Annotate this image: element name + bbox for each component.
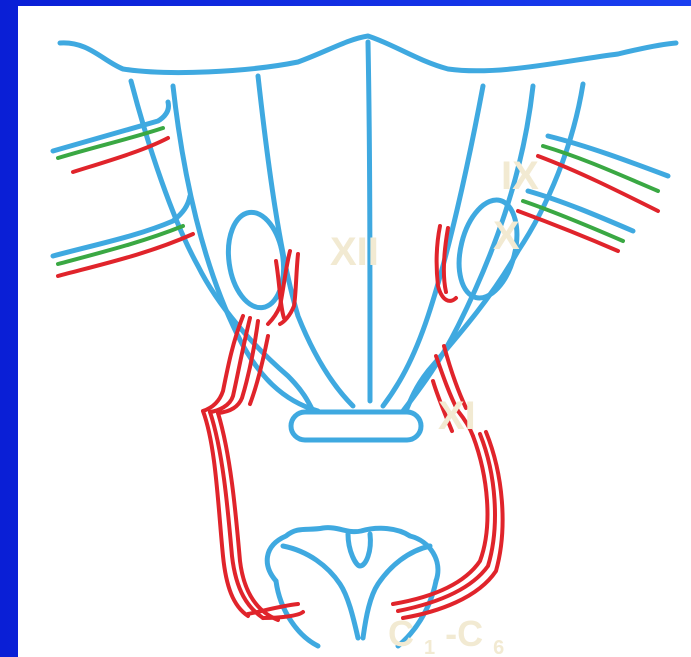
accessory-right: [393, 346, 503, 618]
label-cervical-dash: -C: [445, 613, 483, 654]
left-rootlets: [53, 102, 193, 276]
accessory-left: [203, 316, 303, 620]
label-cervical: C 1 -C 6: [388, 613, 504, 657]
brainstem-outline: [60, 36, 676, 646]
label-xi: XI: [438, 394, 476, 438]
right-rootlets: [518, 136, 668, 251]
label-x: X: [493, 214, 520, 258]
label-ix: IX: [501, 154, 539, 198]
brainstem-diagram: XII IX X XI C 1 -C 6: [18, 6, 691, 657]
label-cervical-sub2: 6: [493, 637, 504, 657]
diagram-canvas: XII IX X XI C 1 -C 6: [18, 6, 691, 657]
label-cervical-sub1: 1: [424, 637, 435, 657]
label-xii: XII: [330, 230, 379, 274]
label-cervical-c: C: [388, 613, 414, 654]
